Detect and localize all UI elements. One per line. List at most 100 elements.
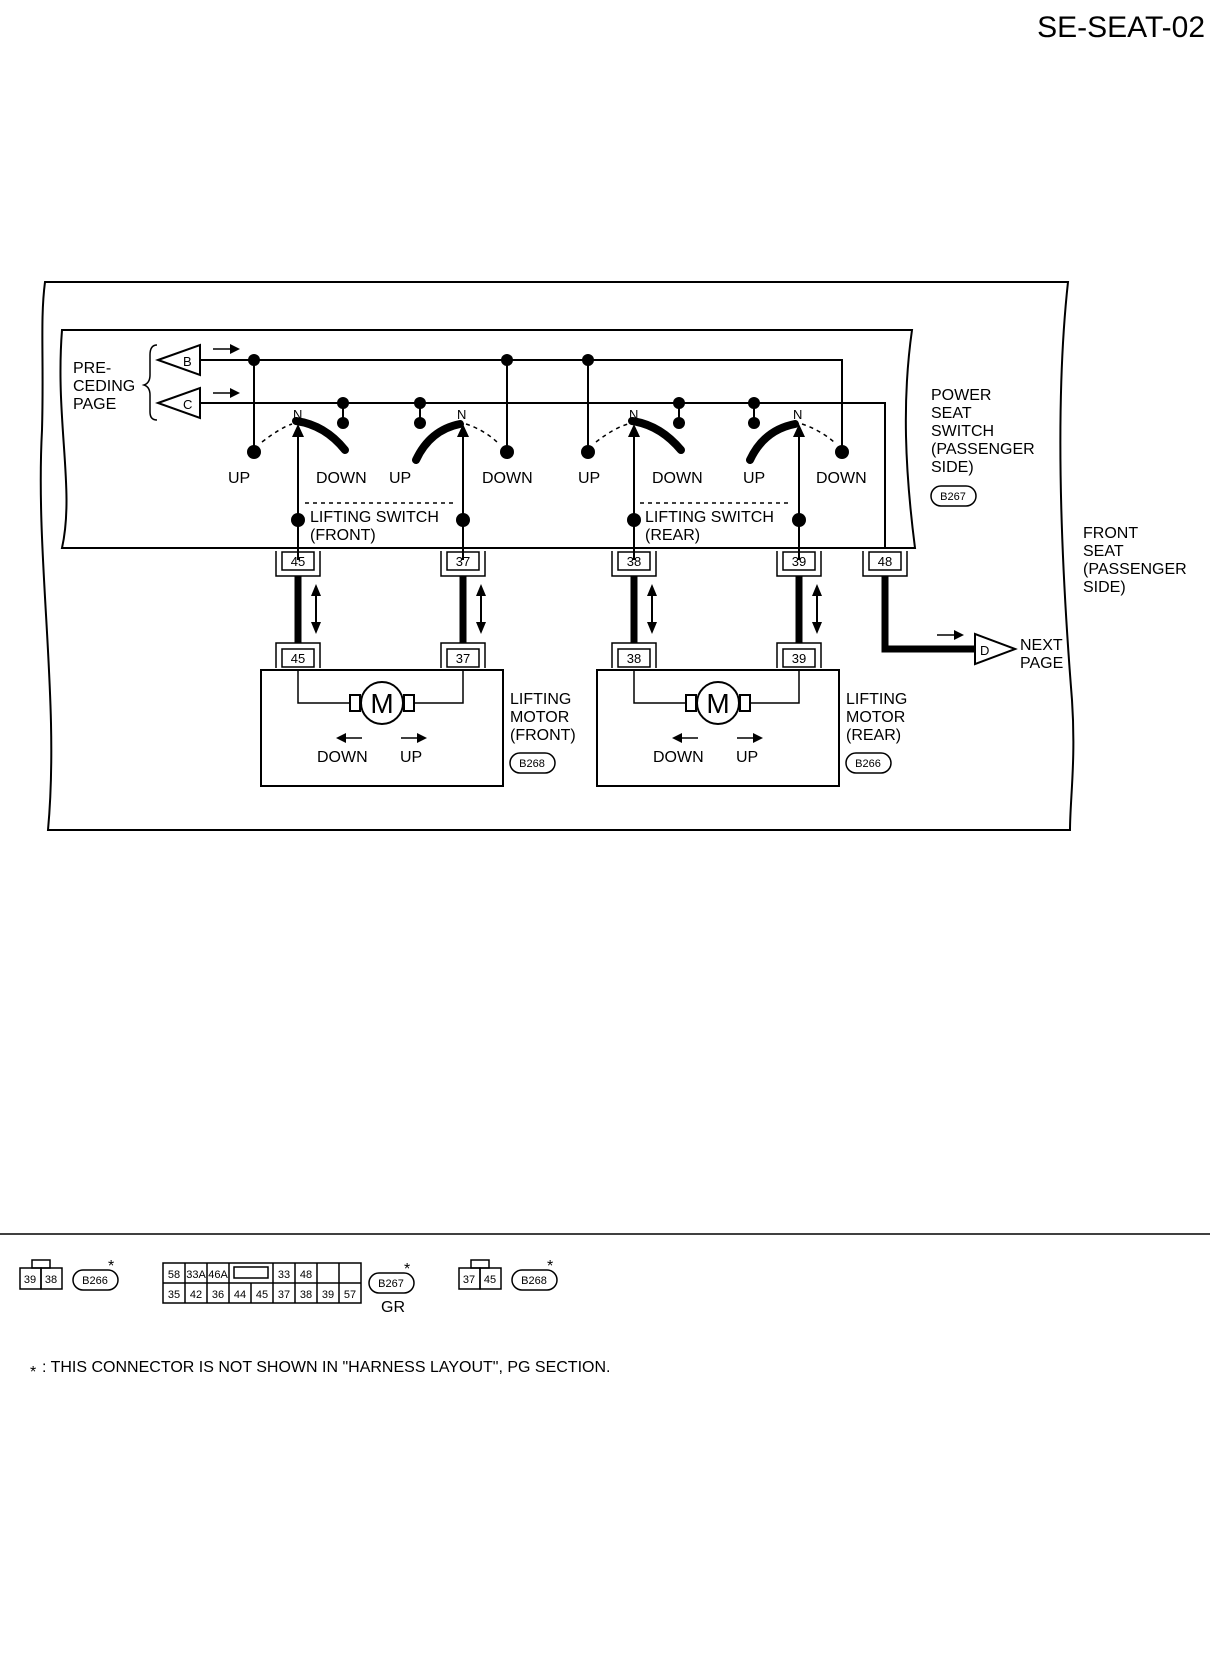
svg-text:39: 39	[792, 554, 806, 569]
svg-text:48: 48	[878, 554, 892, 569]
svg-text:37: 37	[463, 1274, 475, 1286]
svg-text:B268: B268	[519, 758, 545, 770]
svg-text:DOWN: DOWN	[316, 470, 367, 487]
svg-text:M: M	[370, 688, 393, 719]
svg-text:33A: 33A	[186, 1269, 206, 1281]
svg-text:B267: B267	[378, 1278, 404, 1290]
lifting-motor-rear-label: LIFTING MOTOR (REAR)	[846, 691, 907, 744]
svg-text:48: 48	[300, 1269, 312, 1281]
svg-text:UP: UP	[400, 749, 422, 766]
svg-text:LIFTING SWITCH: LIFTING SWITCH	[645, 509, 774, 526]
svg-text:N: N	[629, 407, 638, 422]
svg-text:(REAR): (REAR)	[645, 527, 700, 544]
svg-text:57: 57	[344, 1289, 356, 1301]
pin-37-lower: 37	[440, 642, 486, 668]
svg-text:MOTOR: MOTOR	[510, 709, 569, 726]
svg-text:*: *	[547, 1258, 553, 1275]
svg-text:DOWN: DOWN	[653, 749, 704, 766]
svg-text:B: B	[183, 354, 192, 369]
power-seat-switch-label: POWER SEAT SWITCH (PASSENGER SIDE)	[931, 387, 1035, 476]
svg-text:C: C	[183, 397, 192, 412]
svg-text:38: 38	[300, 1289, 312, 1301]
svg-text:N: N	[293, 407, 302, 422]
svg-text:N: N	[457, 407, 466, 422]
footnote: * : THIS CONNECTOR IS NOT SHOWN IN "HARN…	[30, 1359, 610, 1381]
svg-text:GR: GR	[381, 1299, 405, 1316]
svg-text:39: 39	[792, 651, 806, 666]
svg-text:UP: UP	[228, 470, 250, 487]
svg-text:SEAT: SEAT	[1083, 543, 1124, 560]
legend-b268: 37 45 B268 *	[458, 1258, 558, 1291]
svg-text:DOWN: DOWN	[816, 470, 867, 487]
svg-text:33: 33	[278, 1269, 290, 1281]
wire-48	[881, 576, 975, 653]
svg-text:UP: UP	[578, 470, 600, 487]
svg-text:SIDE): SIDE)	[931, 459, 974, 476]
svg-text:*: *	[404, 1261, 410, 1278]
lifting-switch-rear-label: LIFTING SWITCH (REAR)	[645, 509, 774, 544]
wire-b-bus	[200, 359, 843, 452]
lifting-switch-front-label: LIFTING SWITCH (FRONT)	[310, 509, 439, 544]
svg-text:B268: B268	[521, 1275, 547, 1287]
junction-dots	[248, 354, 760, 409]
svg-text:(PASSENGER: (PASSENGER	[931, 441, 1035, 458]
svg-text:N: N	[793, 407, 802, 422]
svg-text:UP: UP	[736, 749, 758, 766]
svg-text:NEXT: NEXT	[1020, 637, 1063, 654]
svg-text:(REAR): (REAR)	[846, 727, 901, 744]
svg-text:44: 44	[234, 1289, 246, 1301]
svg-text:45: 45	[256, 1289, 268, 1301]
svg-text:B266: B266	[855, 758, 881, 770]
preceding-page-label: PRE- CEDING PAGE	[73, 360, 135, 413]
svg-text:DOWN: DOWN	[317, 749, 368, 766]
svg-text:39: 39	[24, 1274, 36, 1286]
svg-text:DOWN: DOWN	[652, 470, 703, 487]
svg-text:37: 37	[278, 1289, 290, 1301]
next-page-label: NEXT PAGE	[1020, 637, 1063, 672]
connector-b267-badge: B267	[930, 485, 977, 507]
svg-text:45: 45	[291, 554, 305, 569]
lifting-motor-front-label: LIFTING MOTOR (FRONT)	[510, 691, 576, 744]
page-code: SE-SEAT-02	[1037, 11, 1205, 44]
svg-text:LIFTING: LIFTING	[846, 691, 907, 708]
legend-b266: 39 38 B266 *	[19, 1258, 119, 1291]
svg-text:38: 38	[45, 1274, 57, 1286]
wire-c-bus	[200, 402, 886, 548]
svg-text:(FRONT): (FRONT)	[310, 527, 376, 544]
connector-b268-badge: B268	[509, 752, 556, 774]
svg-text:36: 36	[212, 1289, 224, 1301]
switch-rear-right: N UP DOWN	[743, 407, 867, 515]
svg-text:DOWN: DOWN	[482, 470, 533, 487]
svg-text:45: 45	[484, 1274, 496, 1286]
pin-38-lower: 38	[611, 642, 657, 668]
switch-front-right: N UP DOWN	[389, 407, 533, 515]
svg-text:*: *	[108, 1258, 114, 1275]
svg-text:M: M	[706, 688, 729, 719]
legend-b267: 58 33A 46A 33 48 35 42 36 44 45 37 38 39…	[162, 1261, 415, 1316]
svg-text:PAGE: PAGE	[73, 396, 116, 413]
svg-text:46A: 46A	[208, 1269, 228, 1281]
svg-text:37: 37	[456, 651, 470, 666]
connector-d: D	[937, 630, 1018, 666]
front-seat-label: FRONT SEAT (PASSENGER SIDE)	[1083, 525, 1187, 596]
switch-rear-left: N UP DOWN	[578, 407, 703, 515]
lifting-motor-rear: M DOWN UP	[596, 669, 840, 787]
svg-text:B267: B267	[940, 491, 966, 503]
svg-text:SIDE): SIDE)	[1083, 579, 1126, 596]
svg-text:37: 37	[456, 554, 470, 569]
svg-text:: THIS CONNECTOR IS NOT SHOWN: : THIS CONNECTOR IS NOT SHOWN IN "HARNES…	[42, 1359, 610, 1376]
svg-text:UP: UP	[389, 470, 411, 487]
preceding-brace	[141, 344, 158, 421]
pin-37-upper: 37	[440, 551, 486, 577]
front-seat-frame	[39, 281, 1075, 831]
pin-39-upper: 39	[776, 551, 822, 577]
svg-text:SWITCH: SWITCH	[931, 423, 994, 440]
svg-text:38: 38	[627, 651, 641, 666]
svg-text:POWER: POWER	[931, 387, 991, 404]
svg-text:MOTOR: MOTOR	[846, 709, 905, 726]
svg-text:(FRONT): (FRONT)	[510, 727, 576, 744]
pin-39-lower: 39	[776, 642, 822, 668]
bidir-arrows	[311, 584, 822, 634]
svg-text:D: D	[980, 643, 989, 658]
